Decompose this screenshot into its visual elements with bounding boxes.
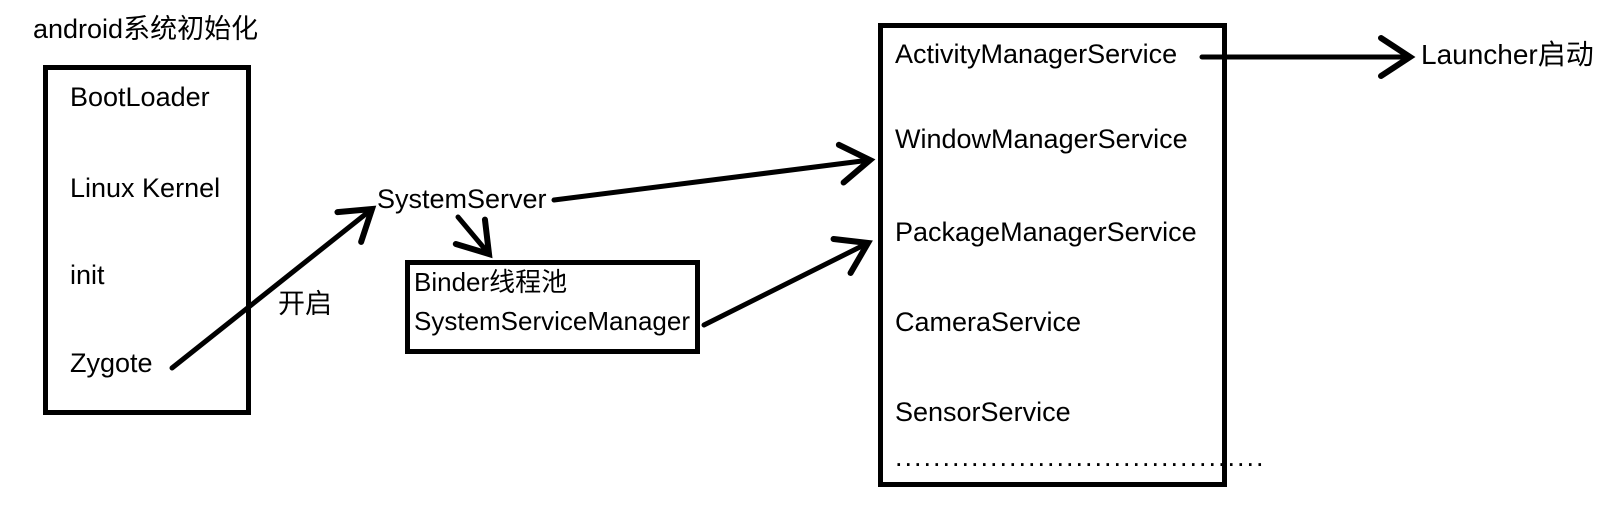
boot-item-bootloader: BootLoader xyxy=(70,82,210,112)
services-ellipsis: ....................................... xyxy=(895,442,1266,472)
diagram-title: android系统初始化 xyxy=(33,14,259,44)
boot-item-linux-kernel: Linux Kernel xyxy=(70,173,221,203)
arrow-systemserver-to-services-box xyxy=(551,141,876,203)
service-item-activity-manager: ActivityManagerService xyxy=(895,39,1178,69)
boot-box: BootLoader Linux Kernel init Zygote xyxy=(43,65,251,415)
system-service-manager-label: SystemServiceManager xyxy=(414,306,690,336)
service-item-package-manager: PackageManagerService xyxy=(895,217,1197,247)
arrow-systemserver-to-binder-box xyxy=(452,214,493,259)
binder-thread-pool-label: Binder线程池 xyxy=(414,267,568,297)
service-item-camera: CameraService xyxy=(895,307,1082,337)
arrow-servicemanager-to-services-box xyxy=(701,235,873,328)
start-arrow-label: 开启 xyxy=(278,289,332,319)
launcher-start-label: Launcher启动 xyxy=(1421,39,1594,70)
binder-box: Binder线程池 SystemServiceManager xyxy=(405,260,700,354)
boot-item-zygote: Zygote xyxy=(70,348,153,378)
service-item-window-manager: WindowManagerService xyxy=(895,124,1188,154)
services-box: ActivityManagerService WindowManagerServ… xyxy=(878,23,1264,487)
boot-item-init: init xyxy=(70,260,105,290)
service-item-sensor: SensorService xyxy=(895,397,1071,427)
system-server-label: SystemServer xyxy=(377,184,547,214)
